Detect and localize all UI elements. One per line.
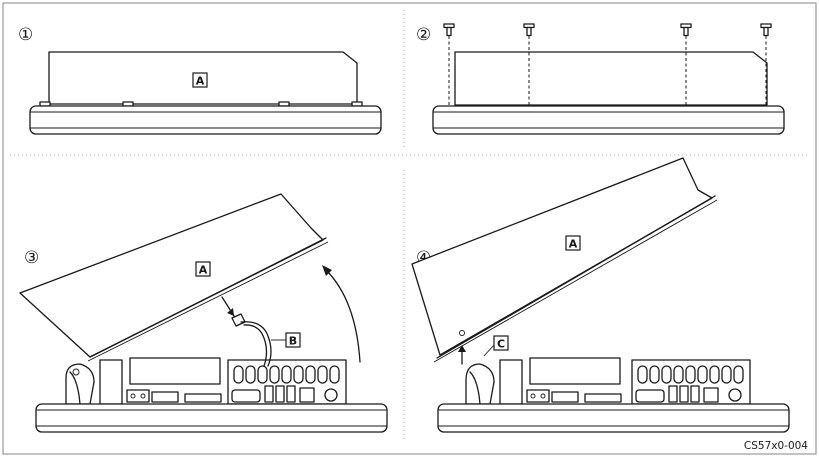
step-3-number: ③ <box>24 248 39 268</box>
label-c: C <box>497 338 505 351</box>
ground-cable <box>240 321 272 367</box>
device-frame <box>35 403 388 433</box>
cover-flange <box>87 241 329 362</box>
ground-cable <box>243 324 268 367</box>
mount-post <box>99 359 123 405</box>
hinge-bracket <box>465 363 495 405</box>
hinge-cable <box>69 371 81 405</box>
screw-4-icon <box>760 23 772 105</box>
cover <box>454 51 768 106</box>
circuit-board <box>129 357 221 385</box>
lift-arrow-head <box>458 345 466 352</box>
label-a-box <box>195 261 211 277</box>
cover-edge <box>89 237 327 358</box>
hinge-pin <box>72 368 80 376</box>
screw-3-icon <box>680 23 692 105</box>
hinge-bracket <box>65 363 95 405</box>
cover-flange <box>433 199 718 363</box>
screw-2-icon <box>523 23 535 105</box>
device-frame <box>432 105 785 135</box>
screw-1-icon <box>443 23 455 105</box>
device-frame <box>437 403 790 433</box>
rotation-arrow <box>325 269 361 363</box>
bottom-connectors <box>526 385 742 403</box>
label-c-box <box>493 335 509 351</box>
step-1-panel: ① A <box>18 25 382 135</box>
label-c-leader <box>483 344 495 357</box>
hinge-cable <box>469 371 481 405</box>
label-b: B <box>289 335 297 348</box>
rotation-arrow-head <box>322 265 332 276</box>
mount-post <box>499 359 523 405</box>
figure-code: CS57x0-004 <box>744 440 808 452</box>
step-4-panel: ④ <box>411 157 790 433</box>
label-a: A <box>569 238 578 251</box>
step-3-panel: ③ <box>19 193 388 433</box>
cover-edge <box>436 195 716 359</box>
cover-a-tilted <box>19 193 324 358</box>
device-frame <box>29 105 382 135</box>
label-a: A <box>196 75 205 88</box>
step-1-number: ① <box>18 25 33 45</box>
label-b-box <box>285 332 301 348</box>
step-2-number: ② <box>416 25 431 45</box>
ground-screw <box>459 330 465 336</box>
bottom-connectors <box>126 385 338 403</box>
step-2-panel: ② <box>416 23 785 135</box>
port-slots <box>233 365 340 384</box>
cable-arrow-head <box>227 308 234 316</box>
cover-a-tilted <box>411 157 713 356</box>
port-slots <box>637 365 744 384</box>
label-a: A <box>199 264 208 277</box>
label-a-box <box>192 72 208 88</box>
circuit-board <box>529 357 621 385</box>
label-a-box <box>565 235 581 251</box>
